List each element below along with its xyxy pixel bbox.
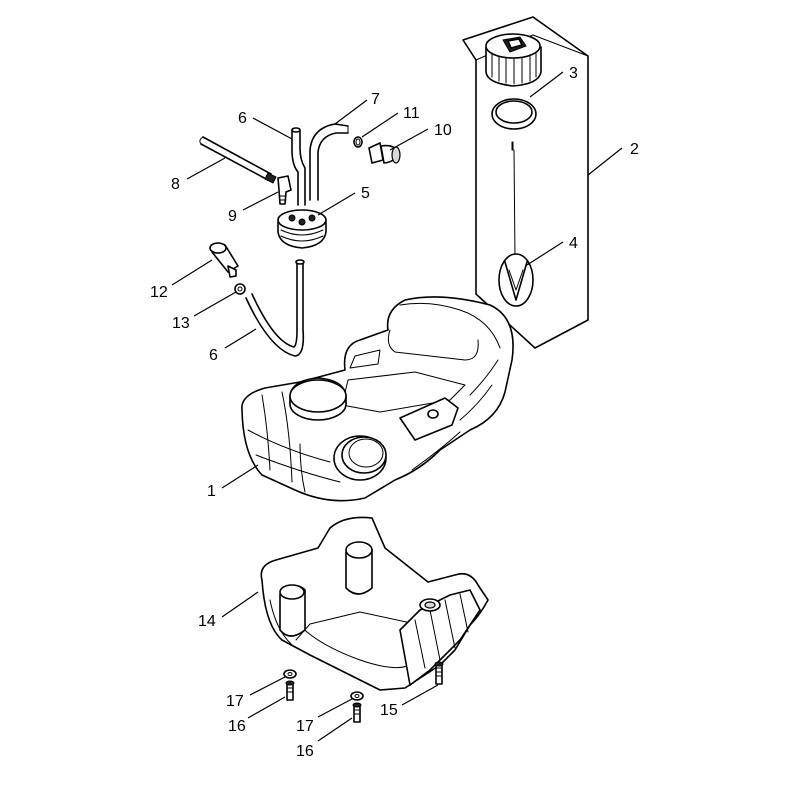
small-o-ring-13 xyxy=(234,283,246,295)
washer-17b xyxy=(350,691,364,701)
breather-pipe xyxy=(199,136,277,184)
callout-2: 2 xyxy=(630,141,639,158)
callout-17-left: 17 xyxy=(226,693,244,710)
callout-14: 14 xyxy=(198,613,216,630)
fuel-cap xyxy=(485,33,542,87)
fuel-hose-return xyxy=(309,123,349,201)
fuel-hose-lower xyxy=(245,259,305,357)
callout-11: 11 xyxy=(403,105,420,122)
callout-10: 10 xyxy=(434,122,452,139)
callout-labels: 1 2 3 4 5 6 6 7 8 9 10 11 12 13 14 15 16… xyxy=(150,65,639,760)
check-valve xyxy=(368,142,401,164)
screw-16a xyxy=(285,680,295,701)
callout-9: 9 xyxy=(228,208,237,225)
washer-17a xyxy=(283,669,297,679)
callout-17-right: 17 xyxy=(296,718,314,735)
small-o-ring-11 xyxy=(353,136,363,148)
screw-16b xyxy=(352,702,362,723)
callout-12: 12 xyxy=(150,284,168,301)
callout-16-left: 16 xyxy=(228,718,246,735)
callout-15: 15 xyxy=(380,702,398,719)
callout-7: 7 xyxy=(371,91,380,108)
callout-6-lower: 6 xyxy=(209,347,218,364)
fuel-tank xyxy=(241,296,514,502)
callout-1: 1 xyxy=(207,483,216,500)
fuel-strainer xyxy=(498,141,534,307)
callout-16-right: 16 xyxy=(296,743,314,760)
screw-15 xyxy=(434,661,444,685)
callout-3: 3 xyxy=(569,65,578,82)
tank-guard xyxy=(260,516,489,691)
tank-grommet xyxy=(277,209,327,249)
callout-6-upper: 6 xyxy=(238,110,247,127)
callout-5: 5 xyxy=(361,185,370,202)
fuel-hose-upper xyxy=(291,127,306,206)
fuel-filter xyxy=(209,242,239,278)
gasket-ring xyxy=(491,98,537,130)
callout-8: 8 xyxy=(171,176,180,193)
callout-4: 4 xyxy=(569,235,578,252)
callout-13: 13 xyxy=(172,315,190,332)
leader-lines xyxy=(171,71,623,742)
elbow-fitting xyxy=(277,175,292,205)
